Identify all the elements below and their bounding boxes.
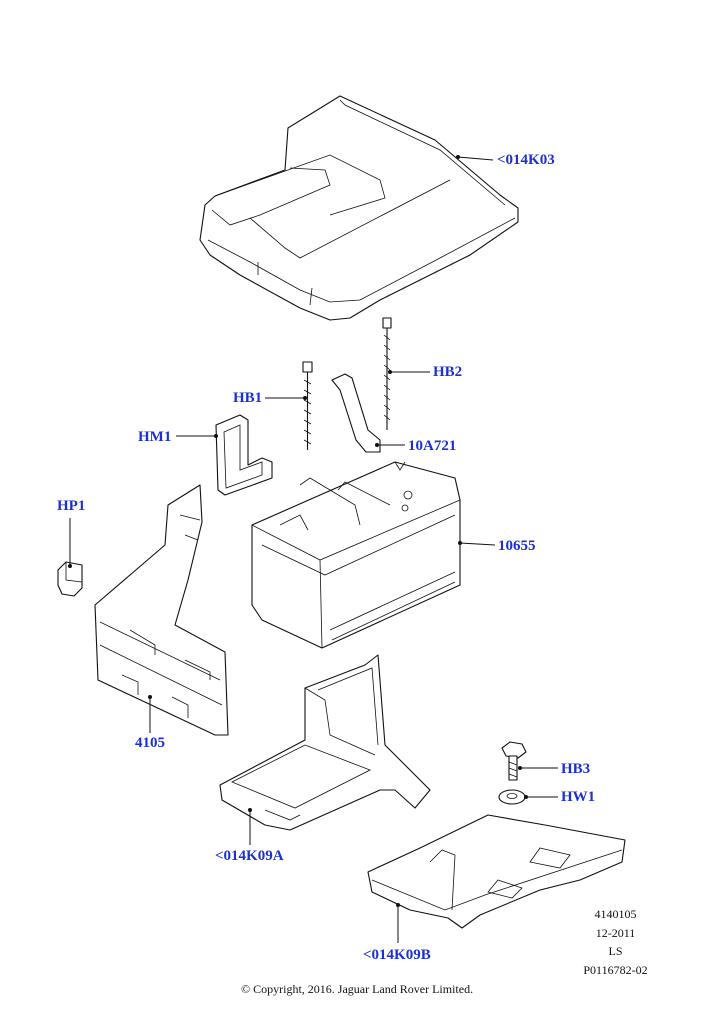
callout-HB3: HB3	[561, 761, 591, 777]
callout-HP1: HP1	[57, 498, 86, 514]
callout-HM1: HM1	[138, 429, 172, 445]
figure-date: 12-2011	[595, 925, 636, 940]
tray-support	[367, 814, 626, 929]
washer-hw1	[498, 789, 526, 805]
callout-HB2: HB2	[433, 364, 463, 380]
terminal-cap-hp1	[57, 561, 83, 597]
bolt-hb3	[501, 741, 527, 781]
bolt-hb1	[302, 361, 313, 450]
figure-code: LS	[608, 944, 623, 958]
callout-014K09B: <014K09B	[363, 947, 431, 963]
callout-10655: 10655	[498, 538, 536, 554]
battery-tray	[219, 654, 431, 831]
long-bolt-hb2	[382, 317, 392, 430]
callout-10A721: 10A721	[408, 438, 457, 454]
battery-cover	[199, 95, 519, 321]
heat-shield	[94, 484, 229, 736]
battery	[251, 461, 461, 649]
callout-014K09A: <014K09A	[215, 848, 284, 864]
figure-meta: 4140105 12-2011 LS P0116782-02	[578, 905, 653, 979]
illustration-id: P0116782-02	[583, 962, 648, 977]
hold-down-clamp	[331, 373, 381, 453]
callout-HB1: HB1	[233, 390, 263, 406]
bracket-hm1	[215, 414, 273, 496]
copyright-notice: © Copyright, 2016. Jaguar Land Rover Lim…	[241, 982, 474, 996]
callout-014K03: <014K03	[497, 152, 555, 168]
callout-HW1: HW1	[561, 789, 596, 805]
leader-lines	[68, 155, 558, 943]
callout-4105: 4105	[135, 735, 165, 751]
figure-number: 4140105	[594, 907, 637, 921]
